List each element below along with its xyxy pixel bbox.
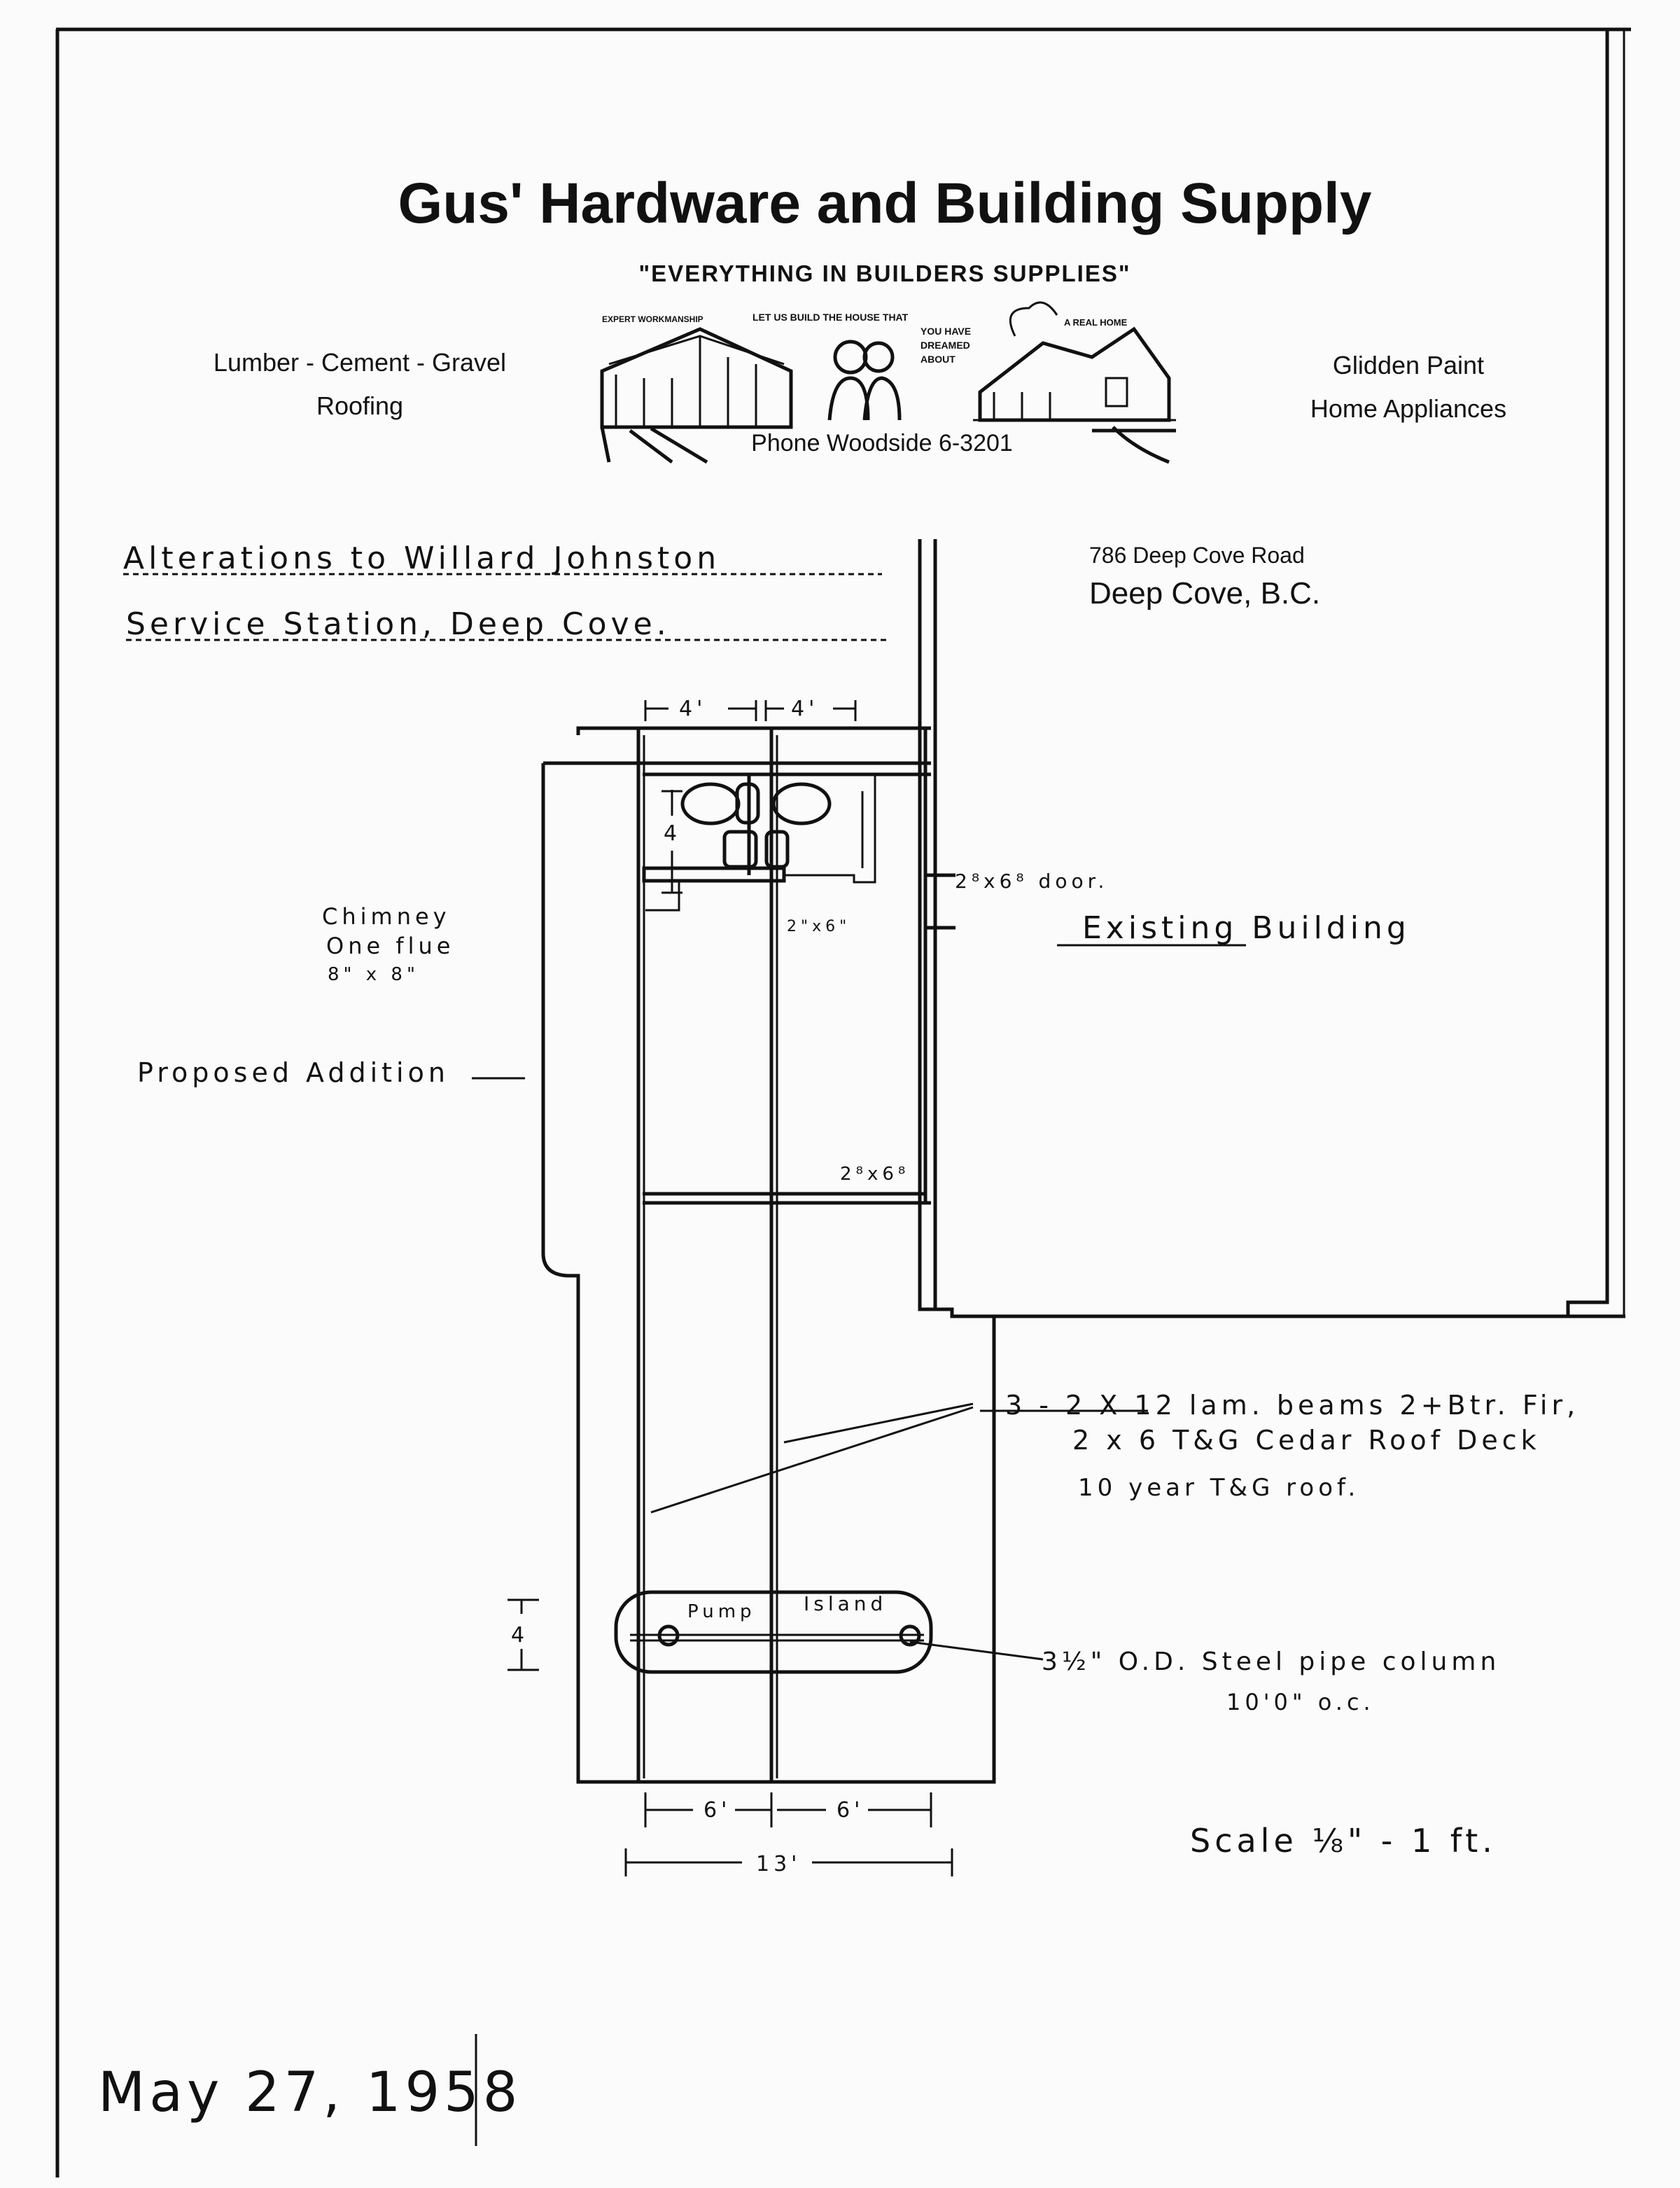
plan-labels: 4' 4' 4 4 6' 6' 13' Chimney One flue 8" … xyxy=(137,697,1579,1876)
dim-top-left: 4' xyxy=(679,697,706,721)
letterhead: Gus' Hardware and Building Supply "EVERY… xyxy=(214,172,1506,464)
tagline: "EVERYTHING IN BUILDERS SUPPLIES" xyxy=(639,260,1131,286)
caption-about: ABOUT xyxy=(920,354,955,365)
address-line-2: Deep Cove, B.C. xyxy=(1089,576,1320,611)
chimney-size-label: 8" x 8" xyxy=(328,964,419,985)
proposed-addition-label: Proposed Addition xyxy=(137,1057,449,1088)
dim-island: 4 xyxy=(511,1623,528,1647)
caption-let-us-build: LET US BUILD THE HOUSE THAT xyxy=(752,312,909,323)
pump-label: Pump xyxy=(687,1601,756,1622)
dim-bottom-left: 6' xyxy=(704,1798,731,1823)
services-right-2: Home Appliances xyxy=(1310,394,1506,423)
existing-building-label: Existing Building xyxy=(1082,910,1410,946)
pipe-column-left xyxy=(657,1624,680,1647)
project-title-line-2: Service Station, Deep Cove. xyxy=(126,606,671,642)
caption-a-real-home: A REAL HOME xyxy=(1064,317,1128,328)
drawing-date: May 27, 1958 xyxy=(98,2061,522,2124)
project-title-line-1: Alterations to Willard Johnston xyxy=(123,541,720,576)
door2-label: 2⁸x6⁸ xyxy=(840,1164,909,1185)
column-note-2: 10'0" o.c. xyxy=(1226,1689,1375,1715)
company-name: Gus' Hardware and Building Supply xyxy=(398,172,1372,235)
caption-you-have: YOU HAVE xyxy=(920,326,971,337)
services-left-1: Lumber - Cement - Gravel xyxy=(214,348,506,377)
houses-illustration: EXPERT WORKMANSHIP LET US BUILD THE HOUS… xyxy=(600,301,1176,464)
door-label: 2⁸x6⁸ door. xyxy=(955,870,1108,893)
column-note-1: 3½" O.D. Steel pipe column xyxy=(1042,1647,1500,1676)
beams-note-1: 3 - 2 X 12 lam. beams 2+Btr. Fir, xyxy=(1005,1390,1579,1421)
dim-total: 13' xyxy=(756,1852,801,1876)
caption-dreamed: DREAMED xyxy=(920,340,970,351)
address-line-1: 786 Deep Cove Road xyxy=(1089,543,1305,568)
phone-number: Phone Woodside 6-3201 xyxy=(751,430,1013,457)
pump-island xyxy=(614,1590,933,1674)
services-right-1: Glidden Paint xyxy=(1333,351,1484,379)
chimney-label: Chimney xyxy=(322,903,451,930)
island-label: Island xyxy=(804,1592,887,1615)
dim-top-right: 4' xyxy=(791,697,818,721)
chimney-flue-label: One flue xyxy=(326,933,454,959)
dim-bottom-right: 6' xyxy=(836,1798,864,1823)
services-left-2: Roofing xyxy=(316,391,403,420)
caption-expert-workmanship: EXPERT WORKMANSHIP xyxy=(602,314,704,324)
existing-building-outline xyxy=(918,29,1625,1318)
beams-note-3: 10 year T&G roof. xyxy=(1078,1474,1359,1502)
beams-note-2: 2 x 6 T&G Cedar Roof Deck xyxy=(1072,1425,1541,1456)
scale-note: Scale ⅛" - 1 ft. xyxy=(1190,1822,1497,1860)
dim-side: 4 xyxy=(664,821,681,846)
partition-label: 2"x6" xyxy=(787,918,850,935)
pipe-column-right xyxy=(899,1624,921,1647)
floor-plan xyxy=(472,700,1246,1876)
